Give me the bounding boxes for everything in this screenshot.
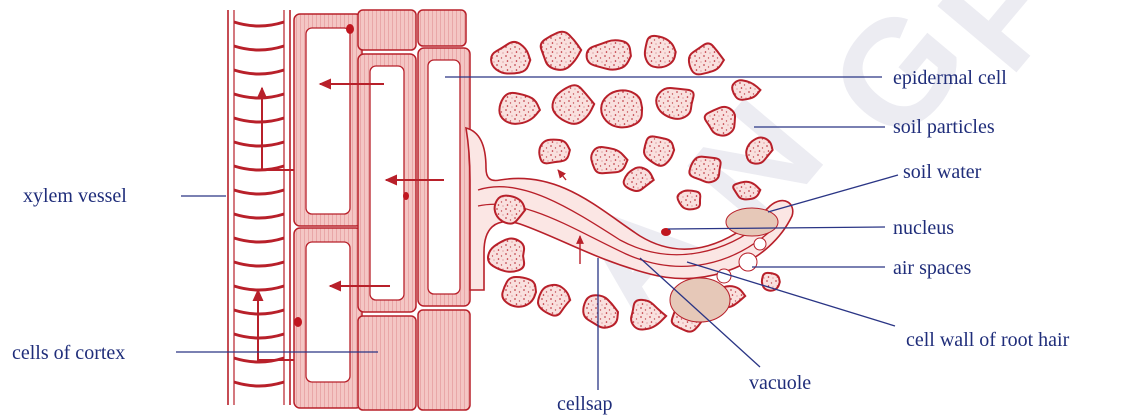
xylem-ring — [234, 286, 284, 290]
xylem-ring — [234, 238, 284, 242]
soil-particle — [538, 285, 570, 316]
soil-particle — [552, 85, 594, 124]
label-xylem-vessel: xylem vessel — [23, 185, 127, 207]
label-nucleus: nucleus — [893, 217, 954, 239]
soil-particle — [678, 191, 701, 210]
soil-particle — [541, 32, 581, 70]
xylem-ring — [234, 70, 284, 74]
soil-particle — [587, 40, 631, 69]
soil-particle — [499, 93, 540, 124]
label-air-spaces: air spaces — [893, 257, 972, 279]
xylem-ring — [234, 190, 284, 194]
soil-particle — [591, 147, 627, 173]
soil-particle — [624, 167, 654, 191]
soil-particle — [645, 36, 676, 67]
soil-particle — [539, 140, 570, 164]
label-vacuole: vacuole — [749, 372, 811, 394]
label-cell-wall-of-root-hair: cell wall of root hair — [906, 329, 1070, 351]
label-soil-particles: soil particles — [893, 116, 995, 138]
xylem-ring — [234, 22, 284, 26]
label-cellsap: cellsap — [557, 393, 613, 415]
xylem-ring — [234, 382, 284, 386]
soil-particle — [601, 90, 642, 127]
xylem-ring — [234, 118, 284, 122]
xylem-ring — [234, 214, 284, 218]
xylem-ring — [234, 142, 284, 146]
soil-particle — [689, 157, 720, 183]
cortex-cells — [294, 10, 470, 410]
xylem-ring — [234, 262, 284, 266]
label-cells-of-cortex: cells of cortex — [12, 342, 125, 364]
soil-particle — [656, 88, 693, 119]
soil-particle — [502, 277, 536, 307]
soil-particle — [689, 43, 724, 74]
soil-particle — [488, 239, 524, 272]
xylem-ring — [234, 46, 284, 50]
xylem-ring — [234, 94, 284, 98]
label-soil-water: soil water — [903, 161, 982, 183]
soil-particle — [491, 42, 530, 74]
label-epidermal-cell: epidermal cell — [893, 67, 1007, 89]
